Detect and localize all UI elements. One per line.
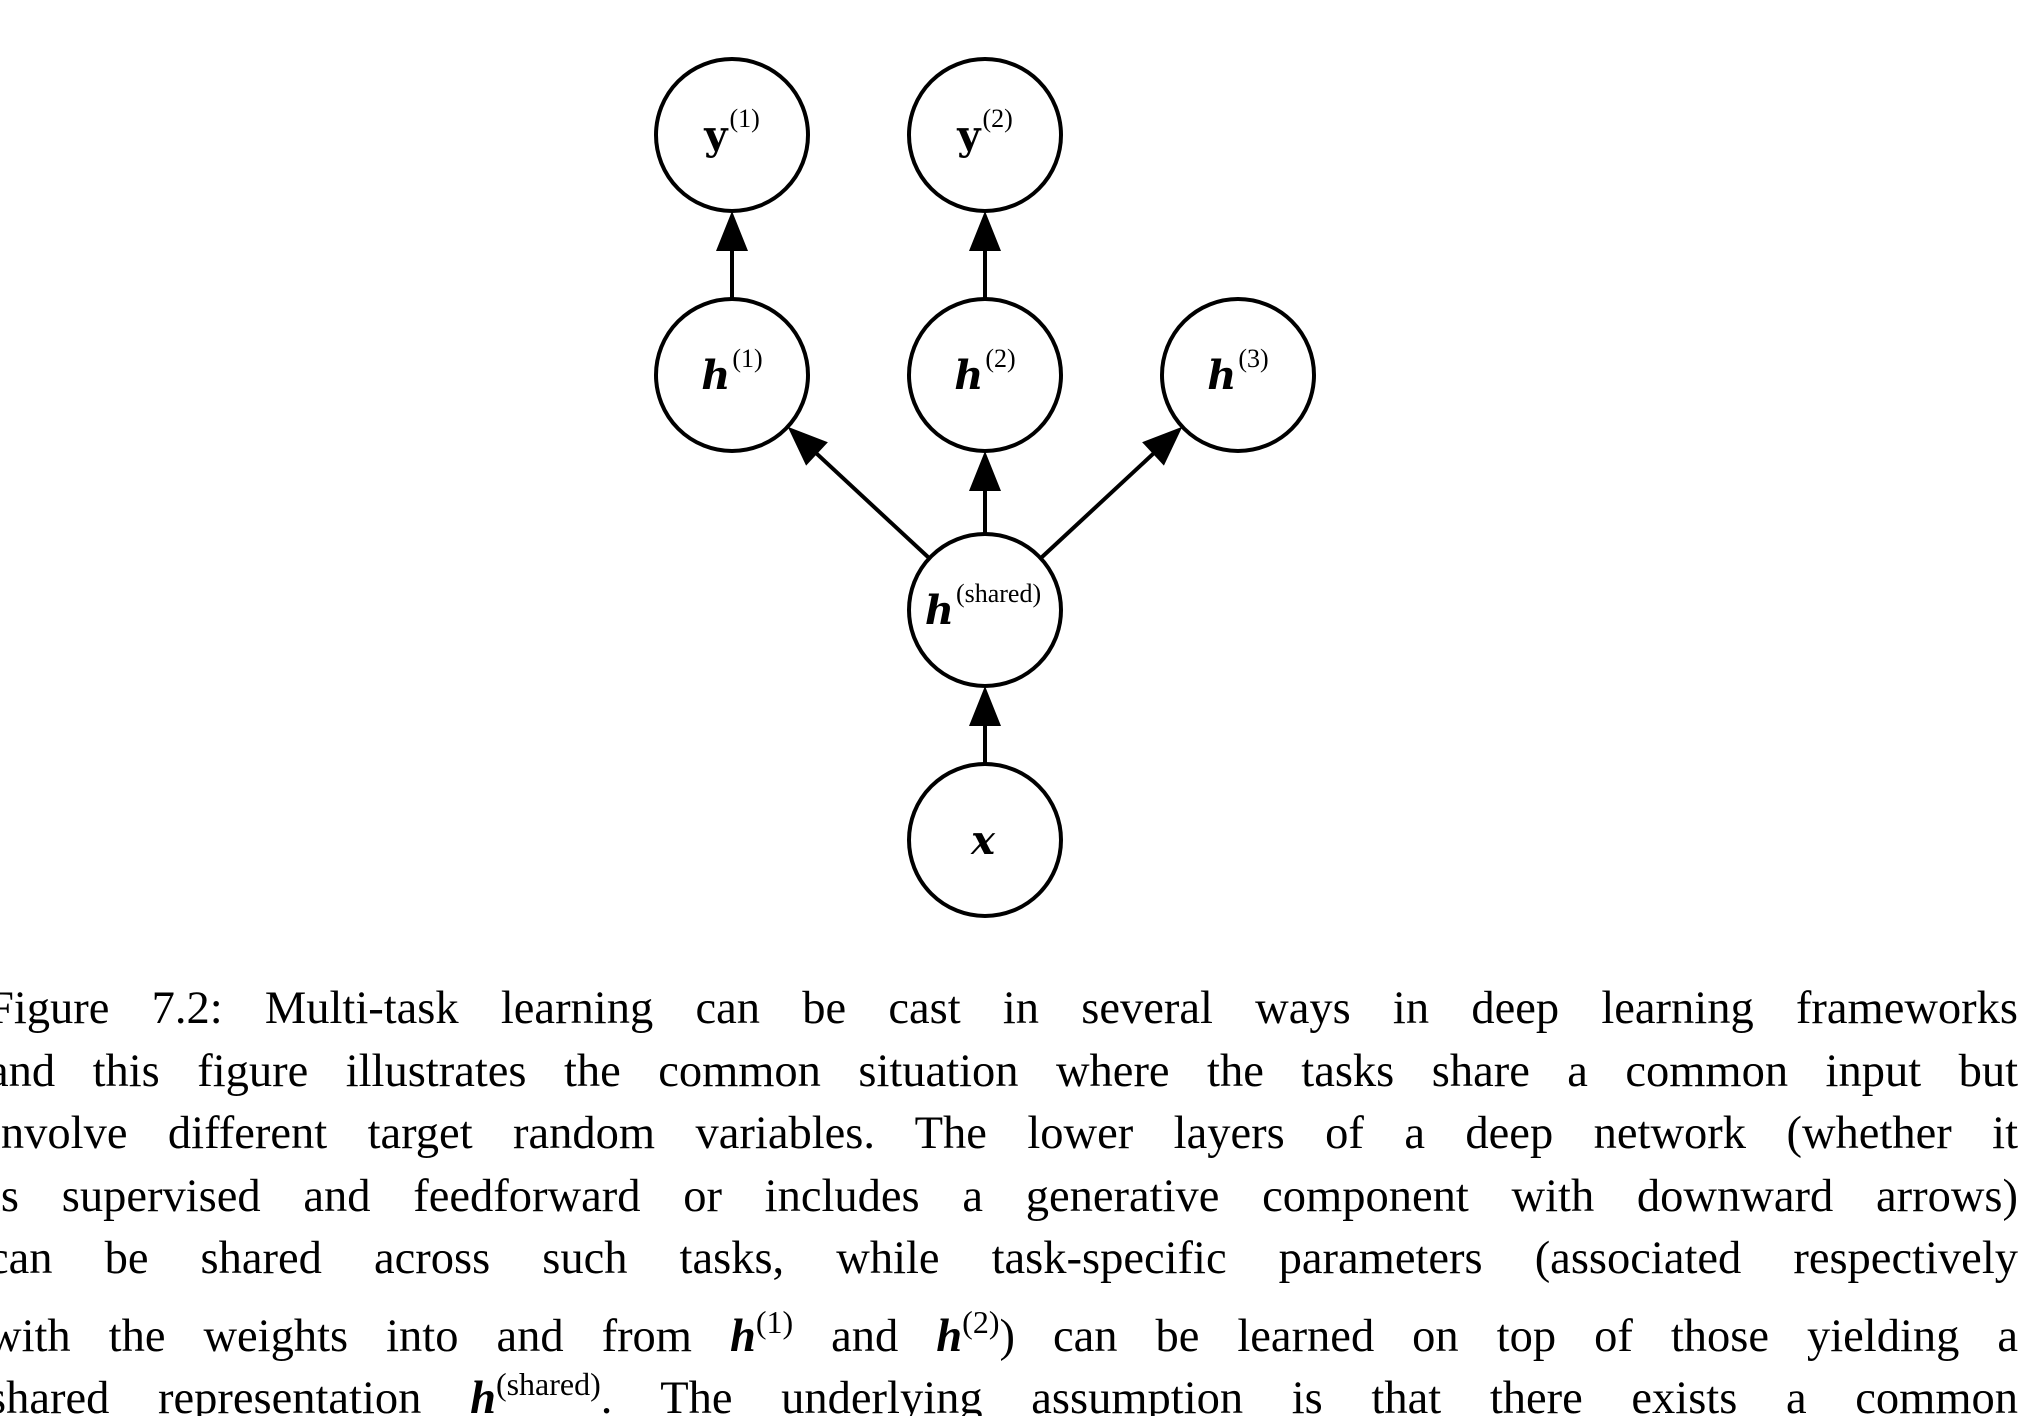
- math-h-shared-sup: (shared): [495, 1366, 601, 1402]
- edge-h2-to-y2: [969, 211, 1001, 299]
- caption-line-6-text-c: ) can be learned on top of those yieldin…: [999, 1310, 2018, 1362]
- node-circle: [907, 297, 1063, 453]
- math-h2: h: [936, 1310, 963, 1362]
- edge-x-to-hs: [969, 686, 1001, 764]
- node-y1: y(1): [654, 57, 810, 213]
- caption-line-6-text-a: with the weights into and from: [0, 1310, 730, 1362]
- node-circle: [654, 57, 810, 213]
- node-h2: h(2): [907, 297, 1063, 453]
- caption-line-2: and this figure illustrates the common s…: [0, 1045, 2018, 1097]
- caption-line-1: Figure 7.2: Multi-task learning can be c…: [0, 983, 2018, 1034]
- node-circle: [907, 57, 1063, 213]
- arrowhead: [1142, 426, 1183, 466]
- caption-line-4: is supervised and feedforward or include…: [0, 1170, 2018, 1222]
- node-label: y(2): [956, 104, 1013, 159]
- math-h2-sup: (2): [962, 1303, 1000, 1340]
- caption-line-3: involve different target random variable…: [0, 1108, 2018, 1159]
- caption-line-6: with the weights into and from h(1) and …: [0, 1291, 2018, 1362]
- node-label: h(3): [1207, 344, 1268, 399]
- edges-layer: [716, 211, 1183, 764]
- edge-line: [1039, 451, 1156, 560]
- node-circle: [1160, 297, 1316, 453]
- caption-line-7: shared representation h(shared). The und…: [0, 1353, 2018, 1416]
- node-hs: h(shared): [907, 532, 1063, 688]
- node-label: y(1): [703, 104, 760, 159]
- node-circle: [907, 762, 1063, 918]
- nodes-layer: y(1) y(2) h(1) h(2) h(3) h(shared) x: [654, 57, 1316, 918]
- arrowhead: [969, 451, 1001, 491]
- math-h1: h: [729, 1310, 756, 1362]
- caption-line-7-text-a: shared representation: [0, 1373, 471, 1416]
- arrowhead: [716, 211, 748, 251]
- node-circle: [907, 532, 1063, 688]
- node-x: x: [907, 762, 1063, 918]
- arrowhead: [787, 426, 828, 466]
- arrowhead: [969, 211, 1001, 251]
- math-h-shared: h: [470, 1373, 496, 1416]
- node-label: h(shared): [925, 579, 1041, 634]
- node-h1: h(1): [654, 297, 810, 453]
- figure-caption: Figure 7.2: Multi-task learning can be c…: [0, 978, 2018, 1416]
- caption-line-6-text-b: and: [793, 1310, 937, 1362]
- node-y2: y(2): [907, 57, 1063, 213]
- node-label: h(1): [701, 344, 762, 399]
- node-h3: h(3): [1160, 297, 1316, 453]
- node-label: x: [970, 817, 996, 864]
- caption-line-5: can be shared across such tasks, while t…: [0, 1233, 2018, 1284]
- node-label: h(2): [954, 344, 1015, 399]
- edge-hs-to-h2: [969, 451, 1001, 534]
- edge-h1-to-y1: [716, 211, 748, 299]
- edge-line: [814, 451, 931, 560]
- math-h1-sup: (1): [755, 1303, 794, 1340]
- edge-hs-to-h1: [787, 426, 931, 560]
- node-circle: [654, 297, 810, 453]
- edge-hs-to-h3: [1039, 426, 1183, 560]
- multi-task-network-diagram: y(1) y(2) h(1) h(2) h(3) h(shared) x: [654, 57, 1316, 918]
- arrowhead: [969, 686, 1001, 726]
- caption-line-7-text-b: . The underlying assumption is that ther…: [600, 1373, 2018, 1416]
